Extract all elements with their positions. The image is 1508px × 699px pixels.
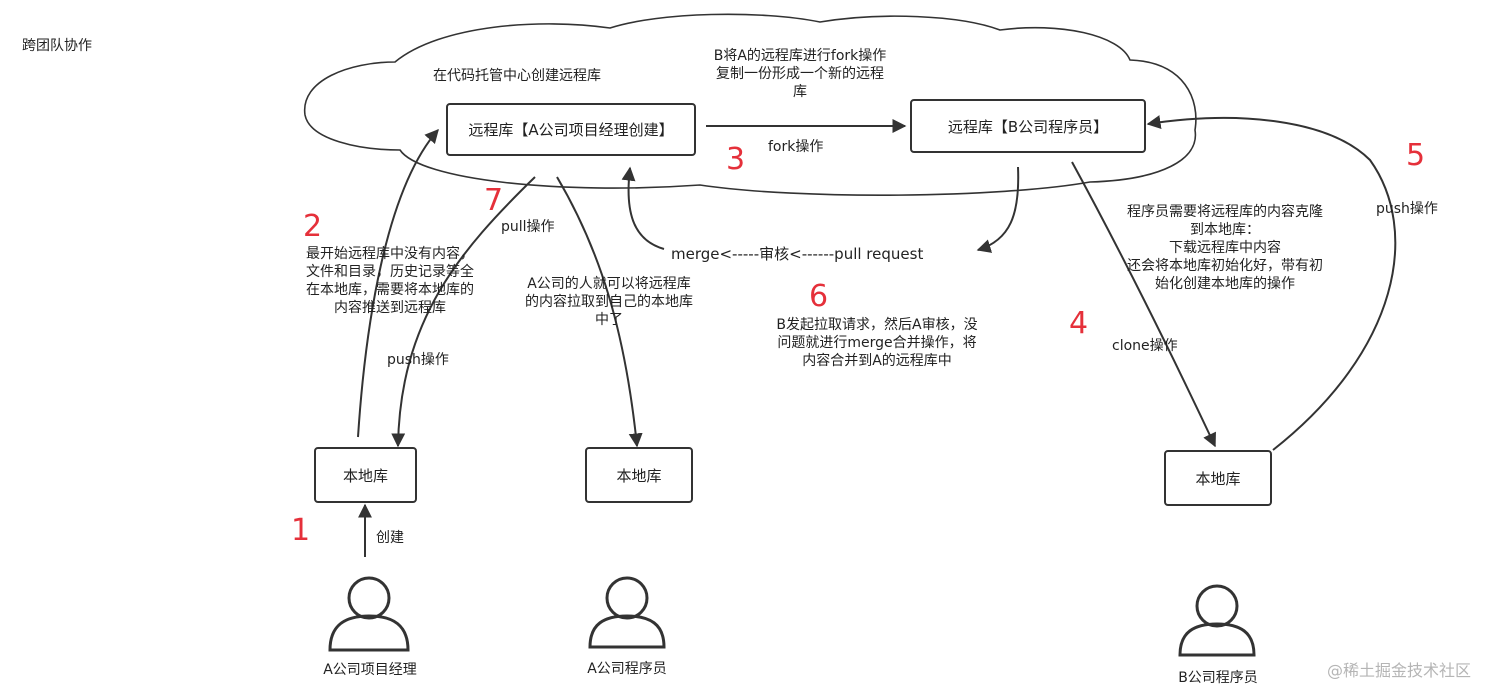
remote-repo-a-box: 远程库【A公司项目经理创建】 <box>446 103 696 156</box>
step2-note: 最开始远程库中没有内容， 文件和目录，历史记录等全 在本地库，需要将本地库的 内… <box>285 245 495 317</box>
step2-note-line: 最开始远程库中没有内容， <box>306 246 474 262</box>
step4-note-line: 下载远程库中内容 <box>1169 240 1281 256</box>
arrow-clone <box>1071 161 1216 448</box>
fork-note-line: 复制一份形成一个新的远程 <box>716 66 884 82</box>
step-number-4: 4 <box>1069 306 1089 341</box>
create-label: 创建 <box>376 530 404 546</box>
push-label-b: push操作 <box>1376 201 1438 217</box>
step2-note-line: 在本地库，需要将本地库的 <box>306 282 474 298</box>
merge-flow-label: merge<-----审核<------pull request <box>671 245 924 263</box>
watermark: @稀土掘金技术社区 <box>1327 661 1472 680</box>
step2-note-line: 内容推送到远程库 <box>334 300 446 316</box>
person-icon-a-pm <box>328 576 410 652</box>
local-repo-a-dev-box: 本地库 <box>585 447 693 503</box>
step-number-6: 6 <box>809 279 829 314</box>
step6-note-line: B发起拉取请求，然后A审核，没 <box>776 317 978 333</box>
push-label-a: push操作 <box>387 352 449 368</box>
pull-label: pull操作 <box>501 219 555 235</box>
step-number-1: 1 <box>291 513 311 548</box>
arrow-push-a <box>357 128 439 438</box>
step6-note-line: 问题就进行merge合并操作，将 <box>777 335 977 351</box>
fork-note-line: B将A的远程库进行fork操作 <box>713 48 887 64</box>
step7-note-line: A公司的人就可以将远程库 <box>527 276 691 292</box>
step4-note-line: 程序员需要将远程库的内容克隆 <box>1127 204 1323 220</box>
person-icon-a-dev <box>588 576 666 649</box>
step6-note: B发起拉取请求，然后A审核，没 问题就进行merge合并操作，将 内容合并到A的… <box>752 316 1002 370</box>
step4-note-line: 到本地库： <box>1190 222 1260 238</box>
cloud-label: 在代码托管中心创建远程库 <box>433 68 601 84</box>
step4-note-line: 始化创建本地库的操作 <box>1155 276 1295 292</box>
arrow-pull-request <box>976 166 1020 253</box>
cloud-shape <box>304 13 1197 196</box>
local-repo-b-dev-box: 本地库 <box>1164 450 1272 506</box>
step-number-5: 5 <box>1406 138 1426 173</box>
step-number-2: 2 <box>303 209 323 244</box>
step2-note-line: 文件和目录，历史记录等全 <box>306 264 474 280</box>
step4-note-line: 还会将本地库初始化好，带有初 <box>1127 258 1323 274</box>
arrow-push-b <box>1146 115 1397 451</box>
person-label-a-pm: A公司项目经理 <box>323 662 417 678</box>
clone-label: clone操作 <box>1112 338 1178 354</box>
step4-note: 程序员需要将远程库的内容克隆 到本地库： 下载远程库中内容 还会将本地库初始化好… <box>1100 203 1350 293</box>
arrow-pull-a <box>391 176 536 448</box>
person-icon-b-dev <box>1178 584 1256 657</box>
step-number-7: 7 <box>484 183 504 218</box>
remote-repo-b-box: 远程库【B公司程序员】 <box>910 99 1146 153</box>
person-label-a-dev: A公司程序员 <box>587 661 667 677</box>
step7-note-line: 的内容拉取到自己的本地库 <box>525 294 693 310</box>
fork-note: B将A的远程库进行fork操作 复制一份形成一个新的远程 库 <box>690 47 910 101</box>
local-repo-a-pm-box: 本地库 <box>314 447 417 503</box>
step7-note-line: 中了 <box>595 312 623 328</box>
person-label-b-dev: B公司程序员 <box>1178 670 1258 686</box>
fork-label: fork操作 <box>768 139 824 155</box>
page-title: 跨团队协作 <box>22 38 92 54</box>
fork-note-line: 库 <box>793 84 807 100</box>
arrow-pull-a-dev <box>556 176 643 448</box>
step6-note-line: 内容合并到A的远程库中 <box>802 353 952 369</box>
step-number-3: 3 <box>726 142 746 177</box>
step7-note: A公司的人就可以将远程库 的内容拉取到自己的本地库 中了 <box>505 275 713 329</box>
arrow-merge <box>621 166 665 250</box>
